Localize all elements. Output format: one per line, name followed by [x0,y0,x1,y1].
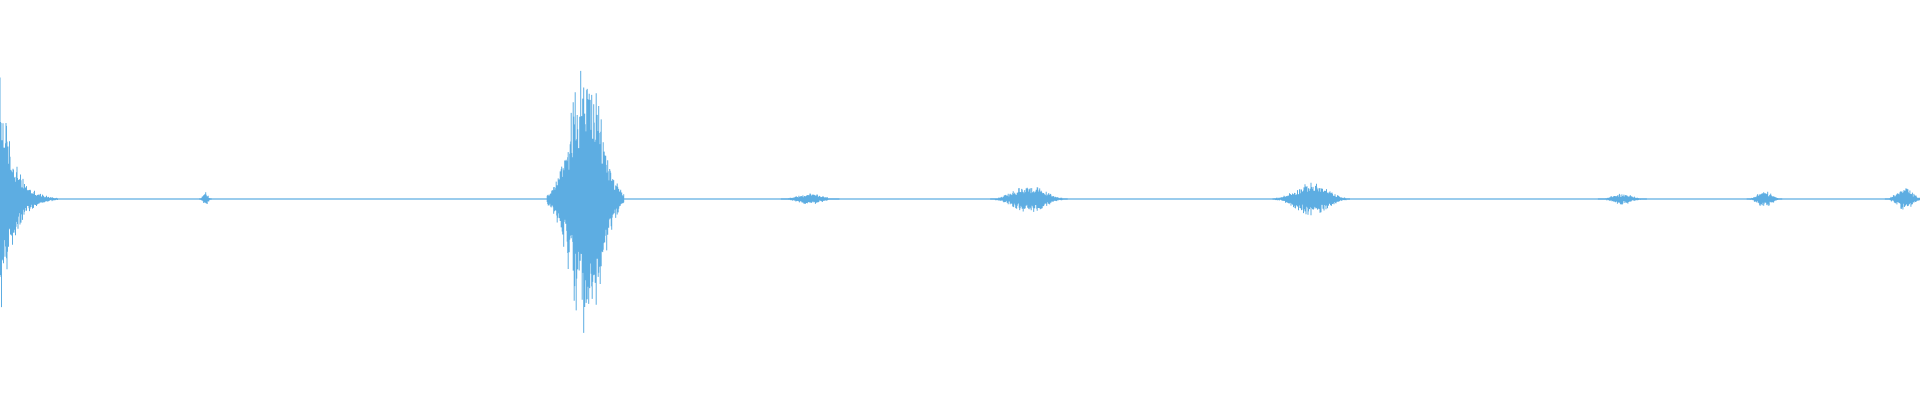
waveform-burst-5 [1272,182,1350,216]
waveform-burst-3 [780,193,840,204]
waveform-burst-4 [990,187,1068,212]
waveform-burst-0 [0,77,58,308]
waveform-burst-1 [199,192,212,204]
waveform-burst-7 [1746,191,1783,206]
waveform-burst-6 [1597,193,1647,205]
waveform-burst-8 [1884,188,1920,210]
waveform-samples [0,70,1920,333]
waveform-burst-2 [546,70,625,333]
